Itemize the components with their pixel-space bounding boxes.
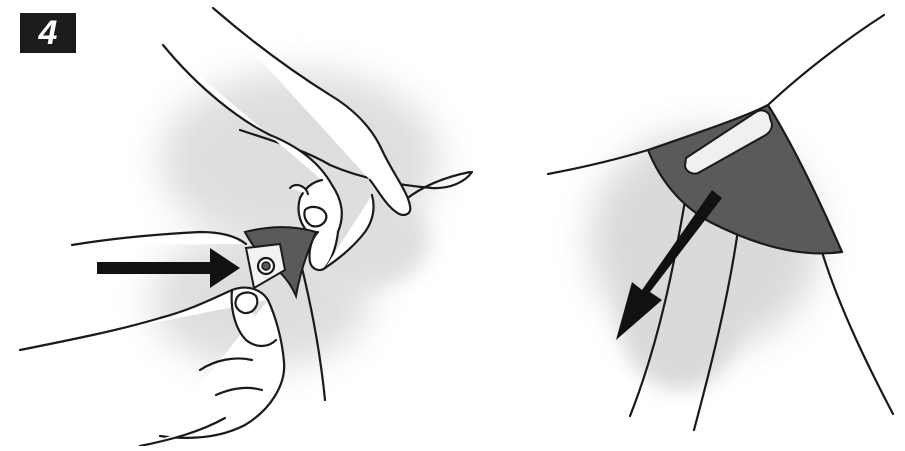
step-number-badge: 4 — [20, 13, 76, 53]
right-panel — [548, 15, 893, 430]
step-number: 4 — [39, 16, 58, 50]
left-shading — [150, 70, 440, 370]
left-panel — [20, 8, 472, 446]
